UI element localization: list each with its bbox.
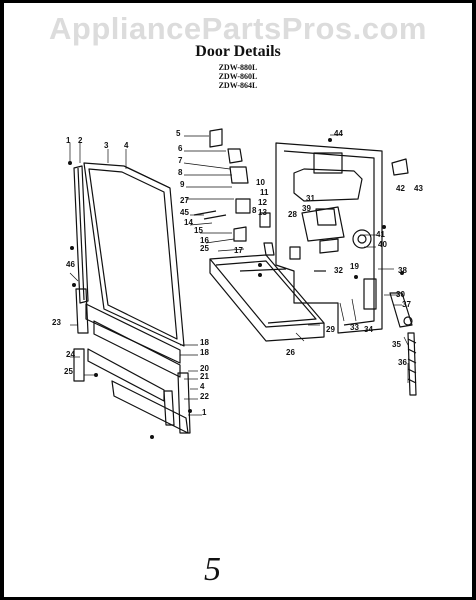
control-panel [209, 254, 325, 342]
callout-3: 3 [104, 141, 109, 150]
callout-8: 8 [252, 206, 257, 215]
bottom-rails [163, 372, 191, 434]
side-bracket [73, 288, 89, 382]
screws [68, 138, 404, 439]
callout-11: 11 [260, 188, 269, 197]
callout-16: 16 [200, 236, 209, 245]
callout-38: 38 [398, 266, 407, 275]
door-hinge-arm [389, 292, 413, 328]
callout-30: 30 [396, 290, 405, 299]
callout-5: 5 [176, 129, 181, 138]
callout-43: 43 [414, 184, 423, 193]
callout-10: 10 [256, 178, 265, 187]
callout-1: 1 [66, 136, 71, 145]
callout-12: 12 [258, 198, 267, 207]
callout-41: 41 [376, 230, 385, 239]
callout-21: 21 [200, 372, 209, 381]
callout-13: 13 [258, 208, 267, 217]
callout-46: 46 [66, 260, 75, 269]
callout-7: 7 [178, 156, 183, 165]
callout-14: 14 [184, 218, 193, 227]
page-title: Door Details [195, 43, 281, 60]
callout-9: 9 [180, 180, 185, 189]
model-number: ZDW-880L [218, 63, 258, 72]
callout-24: 24 [66, 350, 75, 359]
callout-25: 25 [200, 244, 209, 253]
callout-4: 4 [124, 141, 129, 150]
callout-44: 44 [334, 129, 343, 138]
callout-32: 32 [334, 266, 343, 275]
model-list: ZDW-880L ZDW-860L ZDW-864L [4, 63, 472, 90]
page-number: 5 [204, 551, 221, 588]
callout-8: 8 [178, 168, 183, 177]
callout-34: 34 [364, 325, 373, 334]
leader-lines [69, 134, 409, 416]
callout-1: 1 [202, 408, 207, 417]
callout-40: 40 [378, 240, 387, 249]
callout-23: 23 [52, 318, 61, 327]
callout-33: 33 [350, 323, 359, 332]
lower-trim-strips [85, 303, 189, 434]
callout-28: 28 [288, 210, 297, 219]
callout-18: 18 [200, 348, 209, 357]
callout-6: 6 [178, 144, 183, 153]
callout-36: 36 [398, 358, 407, 367]
callout-31: 31 [306, 194, 315, 203]
door-side-trim [73, 165, 89, 304]
callout-20: 20 [200, 364, 209, 373]
callout-45: 45 [180, 208, 189, 217]
door-spring-rod [407, 332, 417, 396]
model-number: ZDW-860L [218, 72, 258, 81]
callout-26: 26 [286, 348, 295, 357]
callout-22: 22 [200, 392, 209, 401]
detergent-dispenser [315, 208, 339, 254]
inner-door-liner [275, 142, 383, 334]
callout-17: 17 [234, 246, 243, 255]
callout-19: 19 [350, 262, 359, 271]
callout-18: 18 [200, 338, 209, 347]
callout-25: 25 [64, 367, 73, 376]
callout-15: 15 [194, 226, 203, 235]
exploded-door-diagram: 1234567892745141516251710111213844424331… [52, 128, 423, 439]
watermark: AppliancePartsPros.com [49, 11, 427, 46]
diagram-page: AppliancePartsPros.com Door Details ZDW-… [4, 3, 472, 597]
callout-27: 27 [180, 196, 189, 205]
small-parts [193, 128, 409, 272]
outer-door-panel [83, 162, 185, 347]
callout-2: 2 [78, 136, 83, 145]
callout-37: 37 [402, 300, 411, 309]
callout-4: 4 [200, 382, 205, 391]
callout-42: 42 [396, 184, 405, 193]
callout-35: 35 [392, 340, 401, 349]
callout-39: 39 [302, 204, 311, 213]
model-number: ZDW-864L [218, 81, 258, 90]
callout-29: 29 [326, 325, 335, 334]
